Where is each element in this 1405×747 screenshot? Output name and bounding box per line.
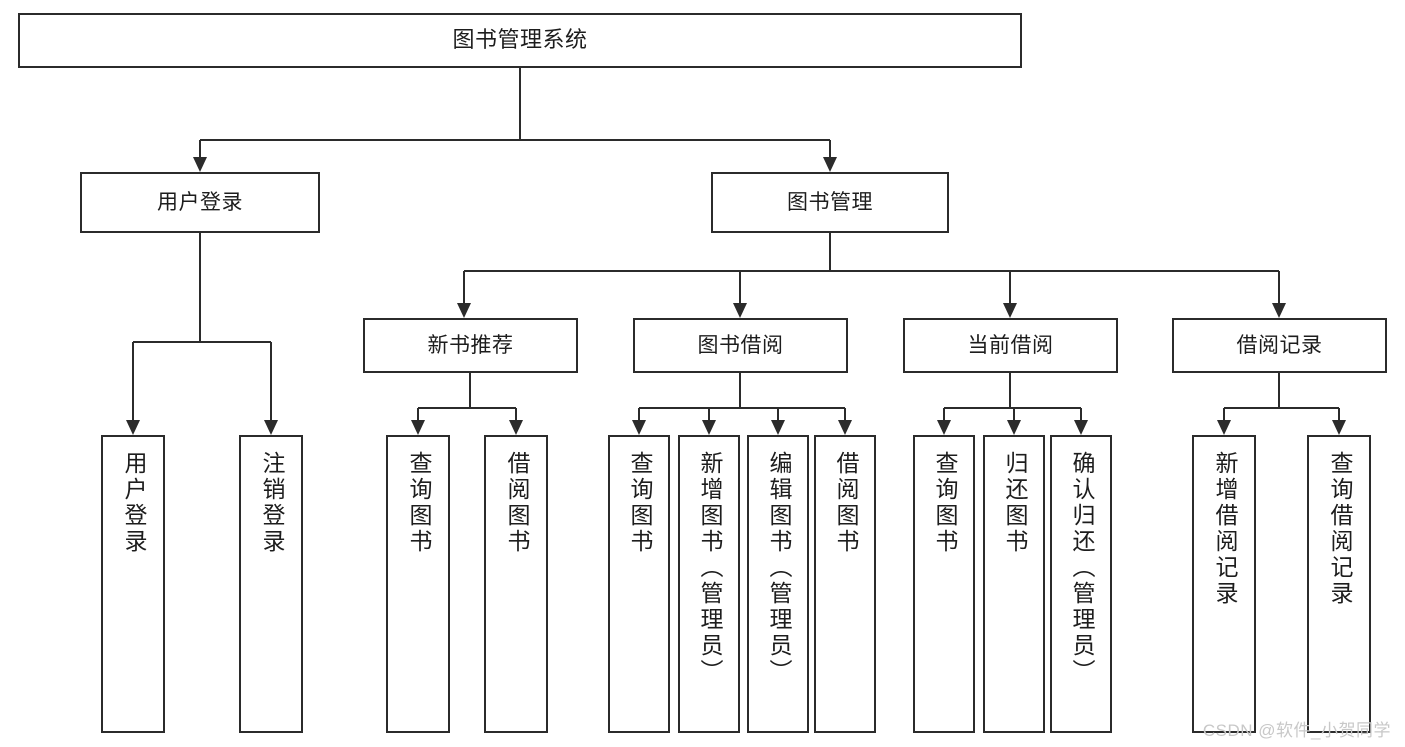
arrow-head: [457, 303, 471, 318]
node-label: 图书借阅: [697, 333, 784, 357]
node-leaf-query-book-1[interactable]: 查询图书: [386, 435, 450, 733]
node-label: 注销登录: [258, 451, 285, 555]
node-leaf-query-book-2[interactable]: 查询图书: [608, 435, 670, 733]
node-leaf-user-login[interactable]: 用户登录: [101, 435, 165, 733]
node-new-book-recommend[interactable]: 新书推荐: [363, 318, 578, 373]
node-label: 新增借阅记录: [1211, 451, 1238, 607]
node-label: 借阅记录: [1236, 333, 1323, 357]
arrow-head: [937, 420, 951, 435]
node-label: 确认归还（管理员）: [1068, 451, 1095, 685]
arrow-head: [1007, 420, 1021, 435]
arrow-head: [702, 420, 716, 435]
node-label: 借阅图书: [832, 451, 859, 555]
node-borrow-record[interactable]: 借阅记录: [1172, 318, 1387, 373]
arrow-head: [1217, 420, 1231, 435]
arrow-head: [1272, 303, 1286, 318]
arrow-head: [1003, 303, 1017, 318]
arrow-head: [1074, 420, 1088, 435]
arrow-head: [771, 420, 785, 435]
node-book-manage[interactable]: 图书管理: [711, 172, 949, 233]
node-label: 用户登录: [120, 451, 147, 555]
node-label: 借阅图书: [503, 451, 530, 555]
node-label: 新书推荐: [427, 333, 514, 357]
node-label: 新增图书（管理员）: [696, 451, 723, 685]
arrow-head: [193, 157, 207, 172]
arrow-head: [1332, 420, 1346, 435]
node-label: 图书管理系统: [452, 27, 588, 53]
node-leaf-return-book[interactable]: 归还图书: [983, 435, 1045, 733]
node-label: 编辑图书（管理员）: [765, 451, 792, 685]
node-label: 查询借阅记录: [1326, 451, 1353, 607]
arrow-head: [823, 157, 837, 172]
arrow-head: [733, 303, 747, 318]
node-leaf-borrow-book-2[interactable]: 借阅图书: [814, 435, 876, 733]
arrow-head: [264, 420, 278, 435]
watermark: CSDN @软件_小贺同学: [1202, 721, 1391, 740]
node-leaf-logout-login[interactable]: 注销登录: [239, 435, 303, 733]
node-current-borrow[interactable]: 当前借阅: [903, 318, 1118, 373]
arrow-head: [632, 420, 646, 435]
node-leaf-confirm-return[interactable]: 确认归还（管理员）: [1050, 435, 1112, 733]
node-label: 查询图书: [931, 451, 958, 555]
node-label: 查询图书: [626, 451, 653, 555]
node-label: 当前借阅: [967, 333, 1054, 357]
node-user-login[interactable]: 用户登录: [80, 172, 320, 233]
node-leaf-query-book-3[interactable]: 查询图书: [913, 435, 975, 733]
arrow-head: [411, 420, 425, 435]
node-root[interactable]: 图书管理系统: [18, 13, 1022, 68]
arrow-head: [509, 420, 523, 435]
node-leaf-edit-book[interactable]: 编辑图书（管理员）: [747, 435, 809, 733]
arrow-head: [838, 420, 852, 435]
arrow-head: [126, 420, 140, 435]
node-leaf-borrow-book-1[interactable]: 借阅图书: [484, 435, 548, 733]
node-label: 归还图书: [1001, 451, 1028, 555]
node-label: 查询图书: [405, 451, 432, 555]
node-leaf-query-record[interactable]: 查询借阅记录: [1307, 435, 1371, 733]
node-leaf-add-record[interactable]: 新增借阅记录: [1192, 435, 1256, 733]
node-leaf-add-book[interactable]: 新增图书（管理员）: [678, 435, 740, 733]
node-label: 用户登录: [157, 190, 243, 214]
node-book-borrow[interactable]: 图书借阅: [633, 318, 848, 373]
node-label: 图书管理: [787, 190, 873, 214]
